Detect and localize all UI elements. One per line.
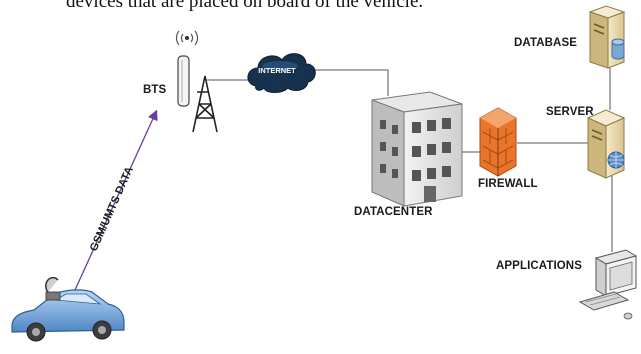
internet-label: INTERNET	[258, 66, 296, 75]
firewall-icon	[479, 107, 517, 177]
database-label: DATABASE	[514, 37, 577, 49]
gsm-arrow	[74, 109, 158, 291]
database-server-icon	[588, 5, 626, 69]
firewall-label: FIREWALL	[478, 178, 538, 190]
gsm-link-label: GSM/UMTS DATA	[88, 165, 136, 253]
app-server-icon	[586, 109, 626, 179]
vehicle-car-icon	[11, 276, 125, 342]
datacenter-building-icon	[371, 91, 463, 207]
bts-label: BTS	[143, 84, 167, 96]
applications-label: APPLICATIONS	[496, 260, 582, 272]
internet-cloud-icon	[247, 53, 316, 93]
server-label: SERVER	[546, 106, 594, 118]
bts-tower-icon	[175, 30, 218, 133]
datacenter-label: DATACENTER	[354, 206, 433, 218]
link-internet-datacenter	[312, 69, 389, 96]
connection-lines	[207, 66, 613, 252]
applications-workstation-icon	[578, 249, 638, 320]
caption-text: devices that are placed on board of the …	[66, 0, 424, 12]
